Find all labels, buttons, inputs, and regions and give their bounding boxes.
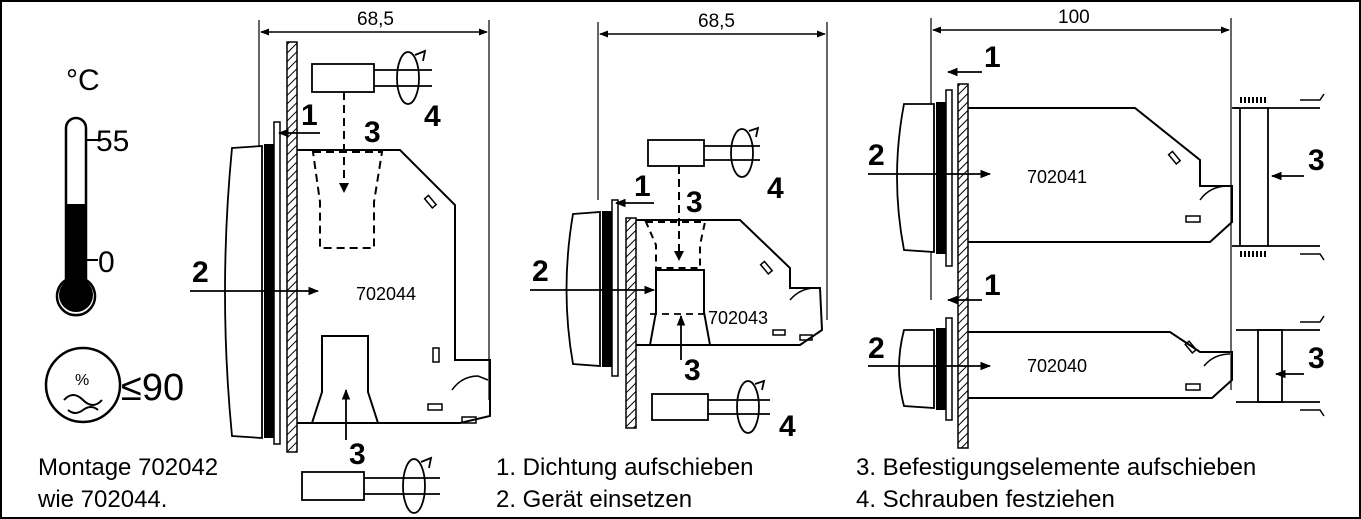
clamp-lower <box>1236 315 1325 417</box>
callout-4-bottom-view2: 4 <box>779 410 796 443</box>
callout-4: 4 <box>424 100 441 133</box>
dimension-1: 68,5 <box>357 9 394 30</box>
screw-bottom-2 <box>651 379 770 434</box>
callout-2-lower: 2 <box>868 332 885 365</box>
panel-wall-2 <box>625 217 637 429</box>
view-702041-702040: 100 <box>868 7 1325 449</box>
screw-top-2 <box>647 126 760 178</box>
callout-3-top-view2: 3 <box>686 186 703 219</box>
callout-4-top-view2: 4 <box>767 172 784 205</box>
model-label-1: 702044 <box>356 284 416 304</box>
screw-top <box>311 49 432 105</box>
thermometer-icon <box>55 116 98 317</box>
callout-2-view2: 2 <box>532 255 549 288</box>
callout-3-lower: 3 <box>1308 342 1325 375</box>
callout-3-bottom-view2: 3 <box>684 354 701 387</box>
humidity-symbol: % <box>75 372 89 389</box>
temperature-min: 0 <box>98 246 115 279</box>
humidity-icon: % <box>44 346 122 424</box>
callout-3-bottom: 3 <box>349 438 366 471</box>
callout-2-upper: 2 <box>868 139 885 172</box>
dimension-3: 100 <box>1058 7 1090 28</box>
panel-wall <box>286 41 298 453</box>
callout-1: 1 <box>301 99 318 132</box>
callout-2: 2 <box>192 256 209 289</box>
panel-wall-3 <box>957 83 969 449</box>
screw-bottom <box>301 456 440 514</box>
model-label-4: 702040 <box>1027 356 1087 376</box>
step-2: 2. Gerät einsetzen <box>496 486 692 513</box>
montage-note-line-2: wie 702044. <box>37 486 167 513</box>
callout-3-upper: 3 <box>1308 144 1325 177</box>
callout-1-upper: 1 <box>984 41 1001 74</box>
view-702044: 68,5 <box>190 9 491 514</box>
step-4: 4. Schrauben festziehen <box>856 486 1115 513</box>
environment-panel: °C 55 0 % ≤90 <box>44 64 184 424</box>
temperature-unit: °C <box>66 64 100 97</box>
humidity-limit: ≤90 <box>121 367 184 409</box>
callout-1-lower: 1 <box>984 269 1001 302</box>
clamp-upper <box>1232 93 1325 261</box>
model-label-2: 702043 <box>708 308 768 328</box>
view-702043: 68,5 <box>530 11 828 443</box>
dimension-2: 68,5 <box>698 11 735 32</box>
temperature-max: 55 <box>96 125 129 158</box>
callout-1-view2: 1 <box>634 170 651 203</box>
montage-note-line-1: Montage 702042 <box>38 454 218 481</box>
captions: Montage 702042 wie 702044. 1. Dichtung a… <box>37 454 1256 513</box>
model-label-3: 702041 <box>1027 167 1087 187</box>
callout-3-top: 3 <box>364 116 381 149</box>
step-3: 3. Befestigungselemente aufschieben <box>856 454 1256 481</box>
step-1: 1. Dichtung aufschieben <box>496 454 754 481</box>
